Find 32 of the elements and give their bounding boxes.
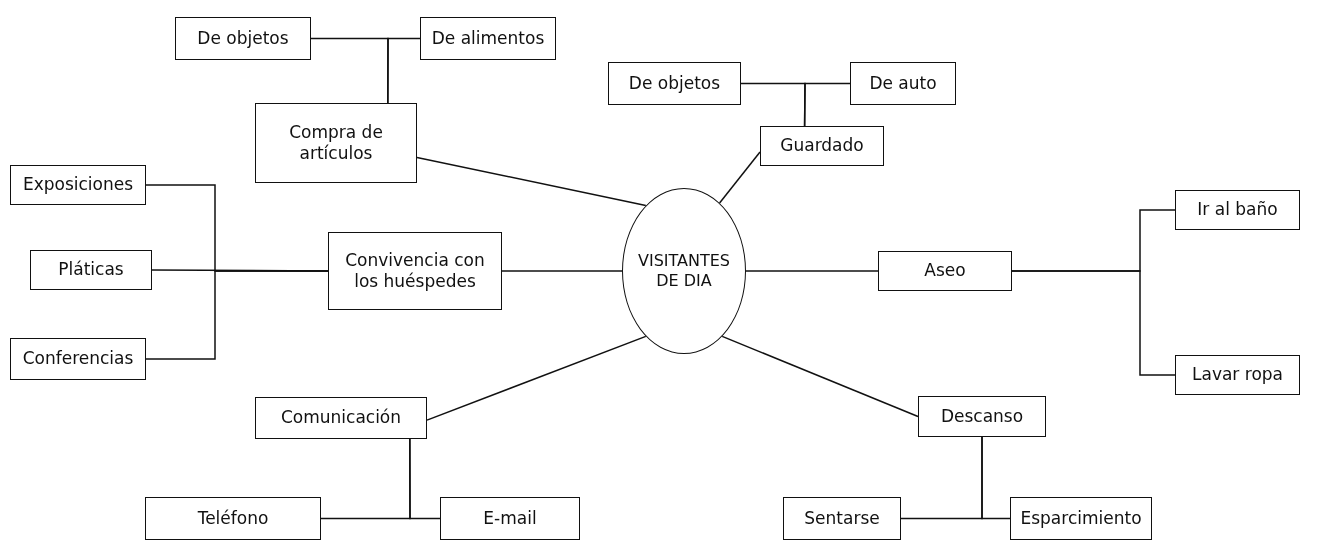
category-box: Compra de artículos (255, 103, 417, 183)
category-box: E-mail (440, 497, 580, 540)
category-box: De objetos (175, 17, 311, 60)
category-box: De alimentos (420, 17, 556, 60)
category-box: Pláticas (30, 250, 152, 290)
connector-line (387, 37, 421, 104)
category-box: Ir al baño (1175, 190, 1300, 230)
connector-line (745, 270, 879, 272)
central-ellipse: VISITANTES DE DIA (622, 188, 746, 354)
category-box: Teléfono (145, 497, 321, 540)
category-box: Exposiciones (10, 165, 146, 205)
category-box: Aseo (878, 251, 1012, 291)
connector-line (145, 270, 329, 360)
category-box: De auto (850, 62, 956, 105)
category-box: Esparcimiento (1010, 497, 1152, 540)
connector-line (416, 156, 647, 207)
connector-line (803, 82, 851, 127)
connector-line (981, 436, 1011, 520)
connector-line (426, 335, 647, 421)
connector-line (409, 438, 441, 520)
connector-line (721, 335, 919, 418)
category-box: Descanso (918, 396, 1046, 437)
connector-line (1011, 270, 1176, 376)
connector-line (718, 151, 761, 204)
category-box: Comunicación (255, 397, 427, 439)
category-box: Sentarse (783, 497, 901, 540)
category-box: Guardado (760, 126, 884, 166)
category-box: De objetos (608, 62, 741, 105)
category-box: Conferencias (10, 338, 146, 380)
category-box: Lavar ropa (1175, 355, 1300, 395)
connector-line (501, 270, 623, 272)
category-box: Convivencia con los huéspedes (328, 232, 502, 310)
